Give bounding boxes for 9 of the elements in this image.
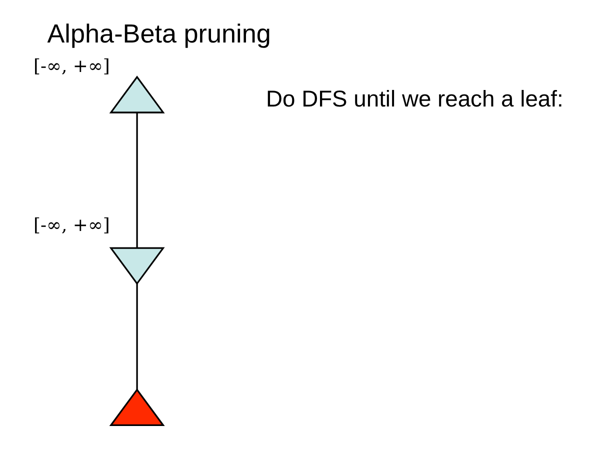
node-triangle	[109, 388, 165, 426]
connector	[136, 112, 138, 248]
label: Do DFS until we reach a leaf:	[266, 86, 564, 112]
diagram-title: Alpha-Beta pruning	[47, 18, 271, 48]
node-triangle	[109, 76, 165, 114]
connector	[136, 284, 138, 390]
node-label: [-∞, +∞]	[34, 56, 110, 77]
node-triangle	[109, 247, 165, 285]
node-label: [-∞, +∞]	[34, 214, 110, 236]
